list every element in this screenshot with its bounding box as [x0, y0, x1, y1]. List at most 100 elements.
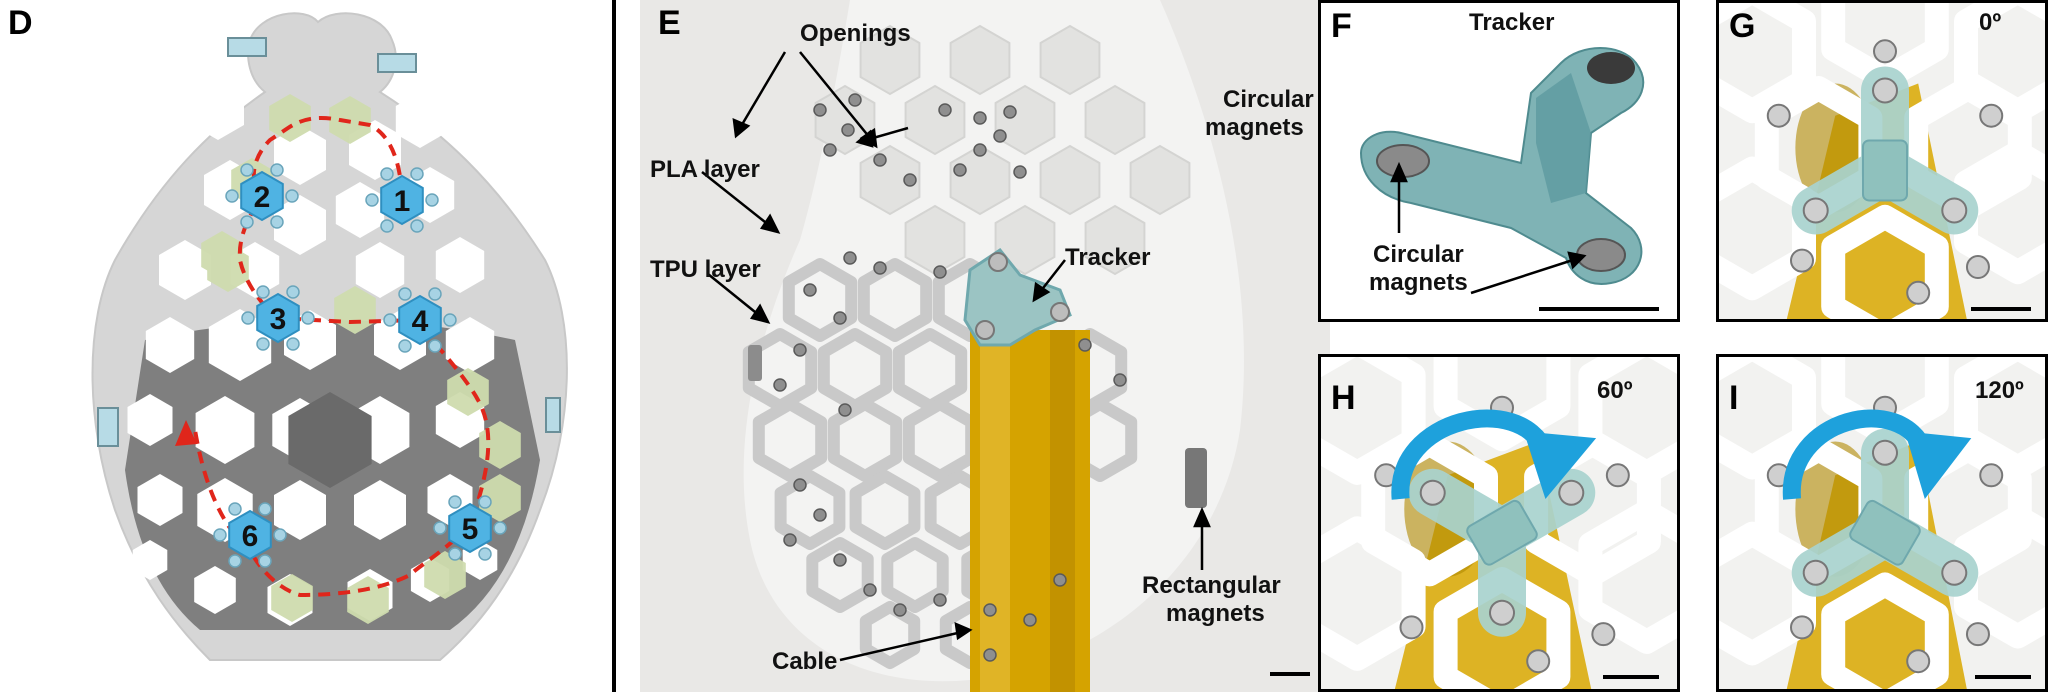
lattice-magnet: [1979, 463, 2004, 488]
lattice-magnet: [1965, 622, 1990, 647]
lattice-magnet: [1766, 103, 1791, 128]
sensor-node-6: 6: [213, 502, 287, 568]
circular-magnet: [1113, 373, 1127, 387]
circular-magnet: [803, 283, 817, 297]
label-openings: Openings: [800, 20, 911, 47]
panel-letter-d: D: [8, 4, 33, 42]
opening-cell: [904, 84, 966, 156]
circular-magnet: [983, 603, 997, 617]
circular-magnet: [1023, 613, 1037, 627]
label-tracker: Tracker: [1065, 244, 1151, 271]
sensor-hex: [424, 551, 466, 599]
lattice-magnet: [1906, 280, 1931, 305]
circular-magnet: [973, 143, 987, 157]
sensor-path: [193, 116, 491, 598]
circular-magnet: [843, 251, 857, 265]
rect-magnet-marker: [545, 397, 561, 433]
opening-cell: [994, 84, 1056, 156]
rect-magnet-marker: [377, 53, 417, 73]
tpu-cell: [857, 258, 933, 342]
lattice-cell: [195, 396, 255, 464]
lattice-cell: [208, 309, 272, 381]
circular-magnet: [833, 553, 847, 567]
panel-i: I 120º: [1716, 354, 2048, 692]
circular-magnet: [793, 478, 807, 492]
panel-letter-e: E: [658, 4, 681, 42]
sensor-node-4: 4: [383, 287, 457, 353]
lattice-cell: [132, 540, 168, 580]
circular-magnet: [1078, 338, 1092, 352]
path-arrow-head: [175, 420, 197, 446]
sensor-hex: [479, 474, 521, 522]
node-label: 4: [412, 305, 429, 338]
node-label: 1: [394, 185, 411, 218]
scale-bar-f: [1539, 307, 1659, 311]
tpu-cell: [849, 470, 921, 550]
circular-magnet: [841, 123, 855, 137]
lattice-cell: [435, 237, 485, 293]
node-label: 2: [254, 181, 271, 214]
opening-cell: [859, 24, 921, 96]
sensor-node-2: 2: [225, 163, 299, 229]
tracker-e: [963, 247, 1072, 347]
sensor-hex: [207, 244, 249, 292]
opening-cell: [994, 204, 1056, 276]
scale-bar-e: [1270, 672, 1310, 676]
lattice-magnet: [1790, 248, 1814, 273]
rect-magnet-marker: [227, 37, 267, 57]
lattice: [1321, 357, 1677, 689]
opening-cell: [1084, 84, 1146, 156]
angle-label-h: 60º: [1597, 377, 1633, 404]
tpu-cell: [774, 470, 846, 550]
opening-cell: [1039, 144, 1101, 216]
tracker: [1791, 66, 1979, 235]
panel-letter-i: I: [1729, 379, 1739, 417]
rect-magnet: [1185, 448, 1207, 508]
scale-bar-i: [1975, 675, 2031, 679]
circular-magnet: [983, 648, 997, 662]
circular-magnet: [938, 103, 952, 117]
rotation-arrow-head: [1523, 431, 1597, 499]
circular-magnet: [973, 111, 987, 125]
circular-magnet: [813, 508, 827, 522]
lattice-magnet: [1965, 255, 1990, 280]
sensor-node-1: 1: [365, 167, 439, 233]
tpu-cell: [782, 258, 858, 342]
label-rectangular-magnets: Rectangular magnets: [1142, 572, 1281, 627]
node-label: 3: [270, 303, 287, 336]
tpu-cell: [827, 398, 903, 482]
label-circular-magnets-f: Circular magnets: [1369, 241, 1468, 296]
circular-magnet: [873, 153, 887, 167]
circular-magnet: [793, 343, 807, 357]
lattice-magnet: [1399, 615, 1424, 640]
panel-g: G 0º: [1716, 0, 2048, 322]
lattice-magnet: [1873, 39, 1897, 64]
lattice-cell: [159, 240, 211, 300]
panel-e-photo: E Openings Circular magnets PLA layer TP…: [640, 0, 1330, 692]
label-tpu-layer: TPU layer: [650, 256, 761, 283]
opening-cell: [1039, 24, 1101, 96]
lattice-cell: [127, 394, 173, 446]
circular-magnet: [1003, 105, 1017, 119]
lattice-cell: [395, 92, 445, 148]
opening-cell: [949, 24, 1011, 96]
circular-magnet: [993, 129, 1007, 143]
lattice-cell: [137, 474, 183, 526]
rotation-arrow-head: [1904, 431, 1972, 499]
node-label: 5: [462, 513, 479, 546]
label-tracker-f: Tracker: [1469, 9, 1555, 36]
scale-bar-h: [1603, 675, 1659, 679]
angle-label-i: 120º: [1975, 377, 2024, 404]
lattice-cell: [354, 480, 406, 540]
circular-magnet: [933, 593, 947, 607]
lattice-magnet: [1906, 649, 1931, 674]
circular-magnet: [823, 143, 837, 157]
tracker: [1791, 428, 1979, 597]
sensor-hex: [447, 368, 489, 416]
sensor-hex: [334, 286, 376, 334]
lattice-cell: [355, 242, 405, 298]
lattice-magnet: [1526, 649, 1551, 674]
circular-magnet: [783, 533, 797, 547]
tpu-cell: [881, 537, 949, 613]
tpu-cell: [859, 601, 921, 669]
